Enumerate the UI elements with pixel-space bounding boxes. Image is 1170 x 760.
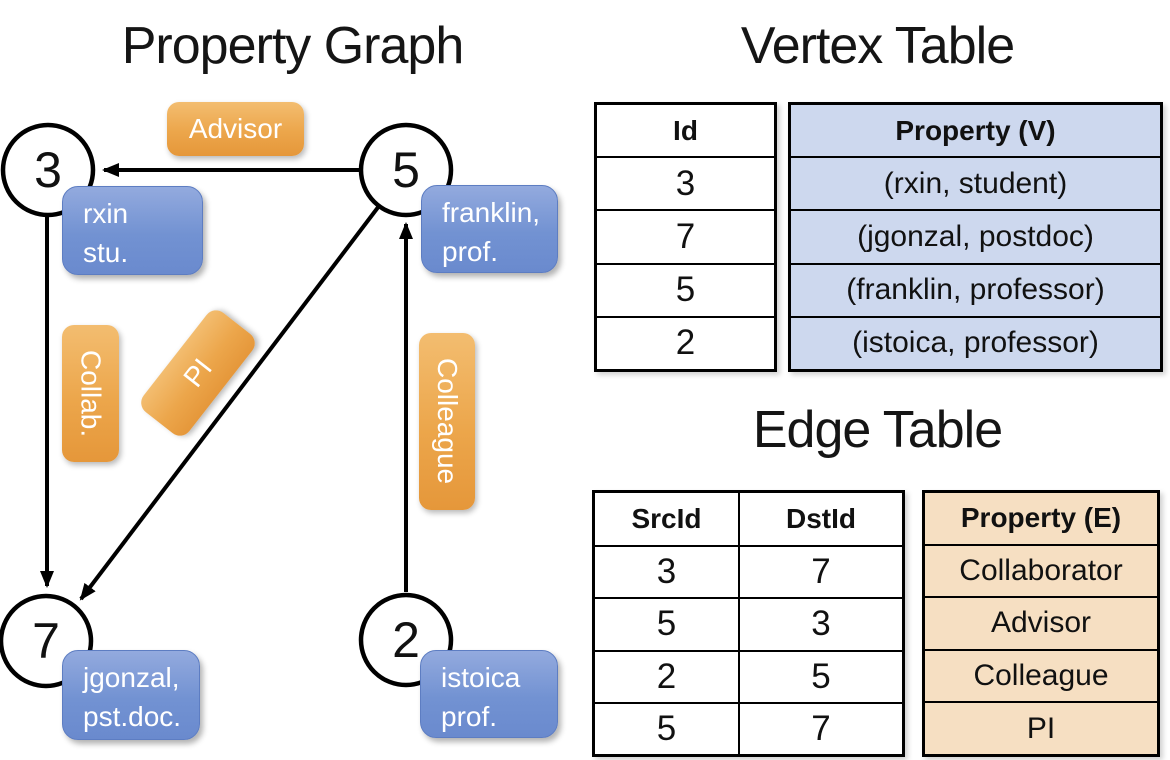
edge-table-header-dstid: DstId: [786, 503, 856, 535]
vertex-prop-box-2-line1: istoica: [441, 662, 521, 693]
edge-table-dstid-cell: 5: [740, 649, 902, 702]
vertex-prop-box-2: istoica prof.: [420, 650, 558, 738]
edge-table-property-cell: Collaborator: [925, 543, 1157, 597]
edge-table-dstid-cell: 7: [740, 701, 902, 754]
edge-label-collaborator-text: Collab.: [75, 349, 107, 438]
edge-label-pi-text: PI: [177, 352, 218, 393]
vertex-table-id-cell: 5: [597, 262, 774, 316]
vertex-prop-box-5: franklin, prof.: [421, 185, 558, 273]
vertex-prop-box-2-line2: prof.: [441, 701, 498, 732]
edge-table-header-srcid: SrcId: [595, 493, 740, 546]
vertex-table-title: Vertex Table: [740, 17, 1015, 75]
vertex-table-property-cell: (istoica, professor): [791, 315, 1160, 369]
edge-table-srcid-cell: 5: [595, 597, 740, 650]
edge-pi-arrow: [79, 204, 381, 601]
vertex-table-property-cell: (franklin, professor): [791, 262, 1160, 316]
vertex-table-id-column: Id 3 7 5 2: [594, 102, 777, 372]
vertex-table-id-cell: 2: [597, 315, 774, 369]
edge-table-srcid-cell: 3: [595, 545, 740, 598]
vertex-prop-box-7-line2: pst.doc.: [83, 701, 182, 732]
vertex-prop-box-5-line2: prof.: [442, 236, 499, 267]
edge-table-property-cell: PI: [925, 701, 1157, 754]
edge-table-dstid-cell: 7: [740, 545, 902, 597]
edge-label-colleague: Colleague: [419, 333, 475, 510]
vertex-prop-box-7: jgonzal, pst.doc.: [62, 650, 200, 740]
edge-table-id-columns: SrcId DstId 3 7 5 3 2 5 5 7: [592, 490, 905, 757]
vertex-table-property-column: Property (V) (rxin, student) (jgonzal, p…: [788, 102, 1163, 372]
vertex-table-id-cell: 3: [597, 156, 774, 209]
vertex-table-property-cell: (jgonzal, postdoc): [791, 209, 1160, 262]
edge-label-colleague-text: Colleague: [432, 358, 463, 485]
vertex-table-header-id: Id: [673, 114, 698, 146]
vertex-table-header-property: Property (V): [895, 114, 1056, 146]
edge-table-title: Edge Table: [752, 401, 1003, 459]
vertex-table-property-cell: (rxin, student): [791, 156, 1160, 209]
vertex-id-3: 3: [34, 142, 62, 198]
vertex-prop-box-3: rxin stu.: [62, 186, 203, 275]
edge-table-srcid-cell: 5: [595, 701, 740, 754]
vertex-table-id-cell: 7: [597, 209, 774, 262]
edge-table-dstid-cell: 3: [740, 597, 902, 649]
edge-label-advisor: Advisor: [167, 102, 304, 156]
vertex-prop-box-7-line1: jgonzal,: [83, 662, 180, 693]
vertex-prop-box-3-line1: rxin: [83, 198, 129, 229]
edge-table-property-column: Property (E) Collaborator Advisor Collea…: [922, 490, 1160, 757]
vertex-prop-box-3-line2: stu.: [83, 237, 129, 268]
edge-table-header-property: Property (E): [960, 502, 1122, 534]
edge-table-property-cell: Colleague: [925, 648, 1157, 702]
vertex-id-5: 5: [392, 142, 420, 198]
edge-label-advisor-text: Advisor: [188, 113, 283, 144]
vertex-id-7: 7: [32, 613, 60, 669]
property-graph-title: Property Graph: [121, 17, 465, 75]
edge-table-srcid-cell: 2: [595, 649, 740, 702]
edge-table-property-cell: Advisor: [925, 596, 1157, 649]
vertex-prop-box-5-line1: franklin,: [442, 197, 541, 228]
vertex-id-2: 2: [392, 612, 420, 668]
edge-label-collaborator: Collab.: [62, 325, 119, 462]
